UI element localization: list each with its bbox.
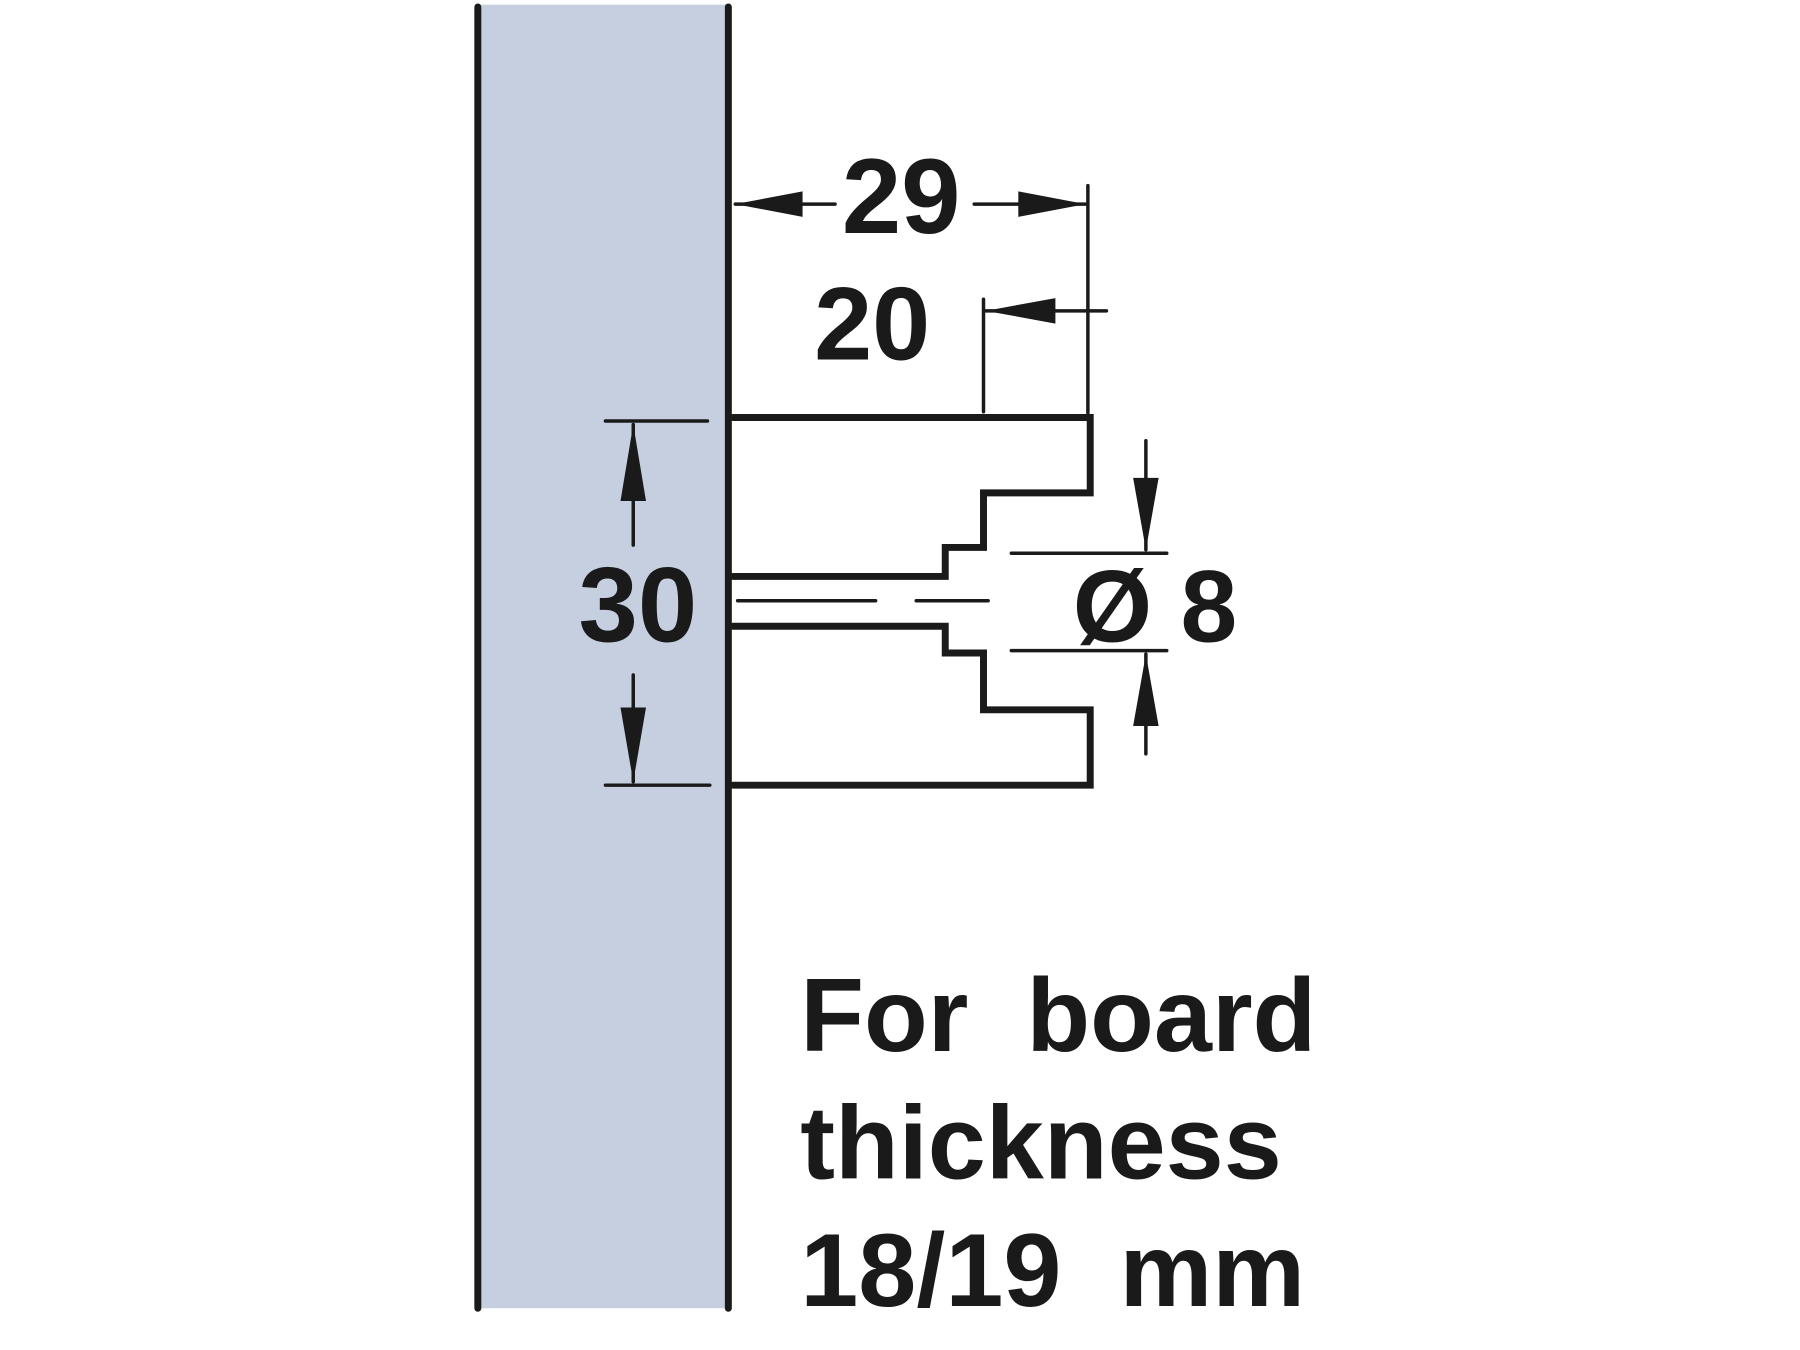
dimension-arrow-20 (984, 298, 1109, 324)
dimension-arrow-diameter (1133, 438, 1159, 756)
note-line-1: For board (800, 958, 1316, 1074)
fitting-outline-upper (729, 414, 1094, 580)
dimension-label-diameter: Ø 8 (1073, 549, 1237, 663)
note-line-3: 18/19 mm (800, 1213, 1305, 1329)
dimension-label-20: 20 (814, 267, 930, 383)
dimension-label-29: 29 (842, 136, 961, 256)
board-panel (477, 4, 729, 1309)
fitting-outline-lower (729, 622, 1094, 789)
note-line-2: thickness (800, 1085, 1282, 1201)
dimension-arrow-29 (733, 191, 1088, 217)
dimension-label-30: 30 (579, 544, 698, 664)
dimension-arrow-30 (620, 422, 647, 784)
